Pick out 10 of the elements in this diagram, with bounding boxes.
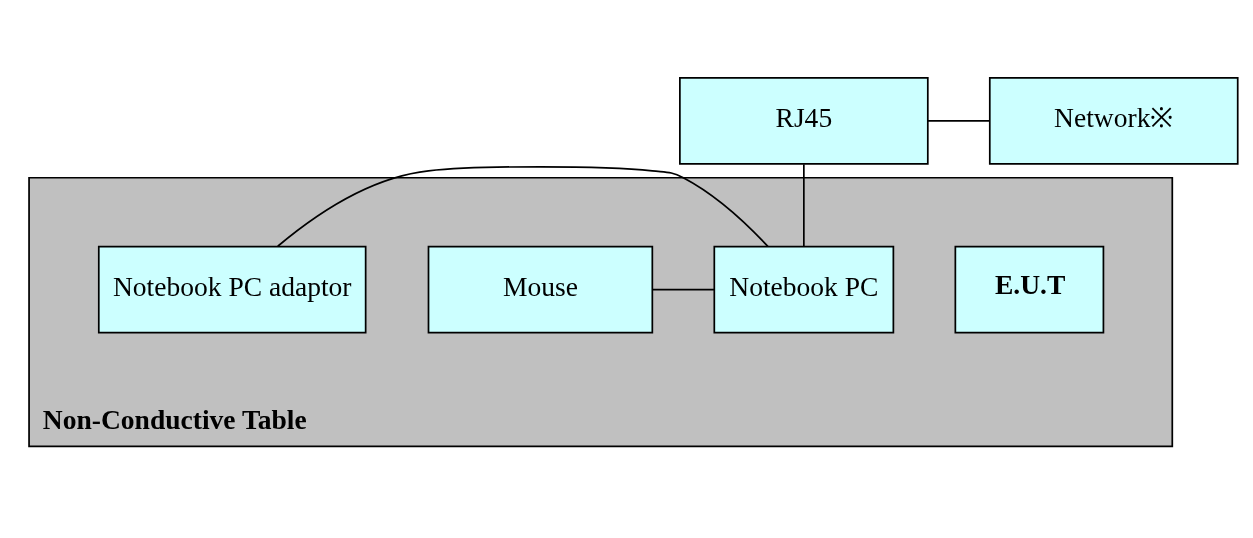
node-box: Notebook PC bbox=[713, 245, 895, 334]
node-box: RJ45 bbox=[679, 77, 929, 165]
node-box: E.U.T bbox=[954, 245, 1105, 334]
connector bbox=[276, 165, 769, 248]
node-box: Notebook PC adaptor bbox=[97, 245, 367, 334]
connector bbox=[803, 163, 805, 248]
connector bbox=[651, 288, 715, 291]
connector bbox=[927, 120, 991, 122]
node-box: Network※ bbox=[988, 77, 1239, 165]
node-box: Mouse bbox=[427, 245, 654, 334]
